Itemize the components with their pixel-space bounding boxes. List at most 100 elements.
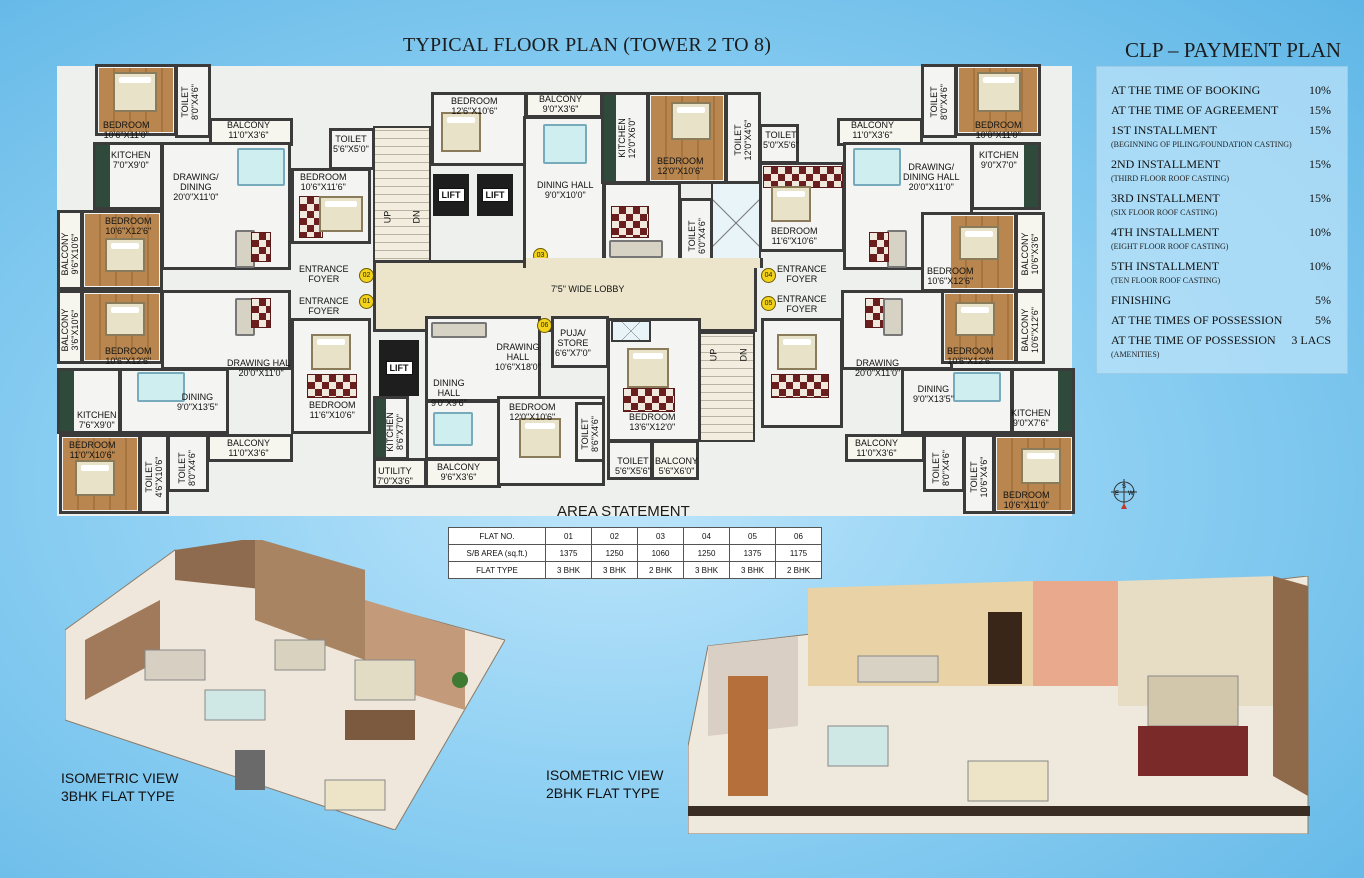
- table-header-cell: FLAT TYPE: [448, 561, 546, 579]
- rug: [869, 232, 889, 262]
- isometric-2bhk-label: ISOMETRIC VIEW 2BHK FLAT TYPE: [546, 766, 663, 802]
- payment-plan-table: AT THE TIME OF BOOKING 10% AT THE TIME O…: [1096, 66, 1348, 374]
- payment-row: AT THE TIMES OF POSSESSION 5%: [1111, 313, 1337, 328]
- table-cell: 2 BHK: [775, 561, 822, 579]
- payment-label: AT THE TIME OF AGREEMENT: [1111, 103, 1279, 117]
- kitchen-counter: [96, 145, 110, 207]
- payment-value: 5%: [1315, 293, 1331, 307]
- isometric-3bhk-label: ISOMETRIC VIEW 3BHK FLAT TYPE: [61, 769, 178, 805]
- table-row: FLAT TYPE 3 BHK 3 BHK 2 BHK 3 BHK 3 BHK …: [448, 561, 822, 579]
- bed: [319, 196, 363, 232]
- room-balcony-tl: [209, 118, 293, 146]
- table-cell: 01: [545, 527, 592, 545]
- rug: [251, 232, 271, 262]
- bed: [441, 112, 481, 152]
- room-balcony-r3: [1015, 290, 1045, 364]
- stairs-up-label: UP: [708, 348, 719, 362]
- rug: [771, 374, 829, 398]
- area-statement-table: FLAT NO. 01 02 03 04 05 06 S/B AREA (sq.…: [448, 527, 822, 579]
- isometric-2bhk-illustration: [688, 576, 1310, 834]
- dining-table: [543, 124, 587, 164]
- payment-value: 15%: [1309, 103, 1331, 117]
- bed: [113, 72, 157, 112]
- bed: [519, 418, 561, 458]
- room-toilet-bl2: [167, 434, 209, 492]
- payment-row: AT THE TIME OF BOOKING 10%: [1111, 83, 1337, 98]
- bed: [105, 238, 145, 272]
- payment-row: 2ND INSTALLMENT (THIRD FLOOR ROOF CASTIN…: [1111, 157, 1337, 183]
- page-title: TYPICAL FLOOR PLAN (TOWER 2 TO 8): [403, 34, 772, 56]
- sofa: [883, 298, 903, 336]
- kitchen-counter: [60, 371, 74, 431]
- kitchen-counter: [1024, 145, 1038, 207]
- flat-number-02: 02: [359, 268, 374, 283]
- rug: [623, 388, 675, 412]
- stairs-down-label: DN: [411, 210, 422, 224]
- room-toilet-tl: [175, 64, 211, 138]
- table-cell: 3 BHK: [729, 561, 776, 579]
- lift-1: LIFT: [433, 174, 469, 216]
- table-cell: 06: [775, 527, 822, 545]
- table-cell: 1375: [545, 544, 592, 562]
- room-balcony-l2: [57, 210, 83, 290]
- rug: [307, 374, 357, 398]
- rug: [865, 298, 885, 328]
- payment-value: 10%: [1309, 83, 1331, 97]
- bed: [1021, 448, 1061, 484]
- payment-plan-title: CLP – PAYMENT PLAN: [1125, 38, 1342, 62]
- payment-label: AT THE TIMES OF POSSESSION: [1111, 313, 1283, 327]
- lobby-extension: [523, 258, 763, 268]
- rug: [611, 206, 649, 238]
- payment-label: 4TH INSTALLMENT: [1111, 225, 1220, 239]
- payment-value: 5%: [1315, 313, 1331, 327]
- label-line: ISOMETRIC VIEW: [546, 767, 664, 783]
- payment-label: 1ST INSTALLMENT: [1111, 123, 1217, 137]
- room-toilet-c4: [575, 402, 605, 462]
- payment-label: 3RD INSTALLMENT: [1111, 191, 1220, 205]
- table-cell: 3 BHK: [683, 561, 730, 579]
- sofa: [609, 240, 663, 258]
- rug: [251, 298, 271, 328]
- room-puja: [551, 316, 609, 368]
- label-line: ISOMETRIC VIEW: [61, 770, 179, 786]
- bed: [977, 72, 1021, 112]
- dining-table: [433, 412, 473, 446]
- label-line: 2BHK FLAT TYPE: [546, 785, 660, 801]
- lift-2: LIFT: [477, 174, 513, 216]
- room-balcony-c4: [425, 458, 501, 488]
- table-cell: 02: [591, 527, 638, 545]
- flat-number-01: 01: [359, 294, 374, 309]
- payment-note: (EIGHT FLOOR ROOF CASTING): [1111, 242, 1229, 251]
- payment-note: (BEGINNING OF PILING/FOUNDATION CASTING): [1111, 140, 1292, 149]
- payment-value: 10%: [1309, 225, 1331, 239]
